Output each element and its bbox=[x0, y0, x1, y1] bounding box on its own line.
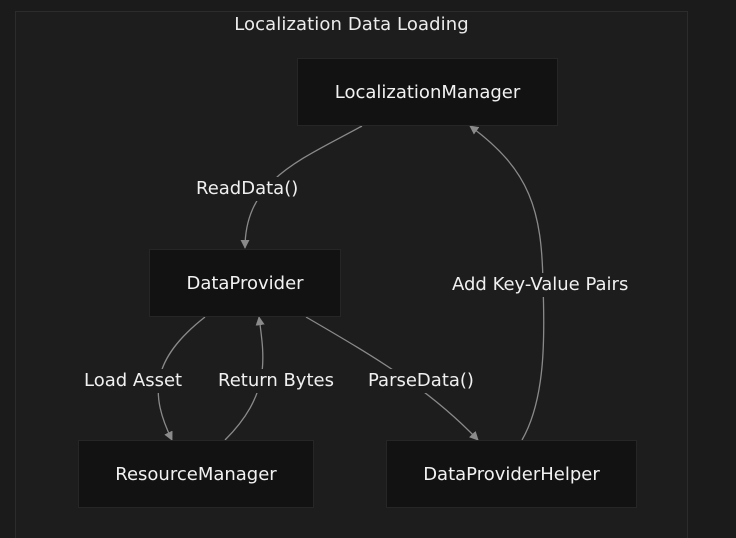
edge-label-load-asset: Load Asset bbox=[81, 369, 186, 393]
node-localization-manager-label: LocalizationManager bbox=[334, 81, 521, 103]
edge-label-parse-data: ParseData() bbox=[365, 369, 477, 393]
cluster-title: Localization Data Loading bbox=[234, 14, 469, 35]
edge-read-data bbox=[240, 125, 363, 249]
edge-label-return-bytes: Return Bytes bbox=[215, 369, 337, 393]
node-resource-manager-label: ResourceManager bbox=[115, 463, 277, 485]
node-data-provider-label: DataProvider bbox=[186, 272, 304, 294]
edge-label-add-pairs: Add Key-Value Pairs bbox=[449, 273, 632, 297]
node-localization-manager: LocalizationManager bbox=[297, 58, 558, 126]
node-data-provider: DataProvider bbox=[149, 249, 341, 317]
node-data-provider-helper: DataProviderHelper bbox=[386, 440, 637, 508]
edge-label-read-data: ReadData() bbox=[193, 177, 302, 201]
node-data-provider-helper-label: DataProviderHelper bbox=[423, 463, 600, 485]
node-resource-manager: ResourceManager bbox=[78, 440, 314, 508]
